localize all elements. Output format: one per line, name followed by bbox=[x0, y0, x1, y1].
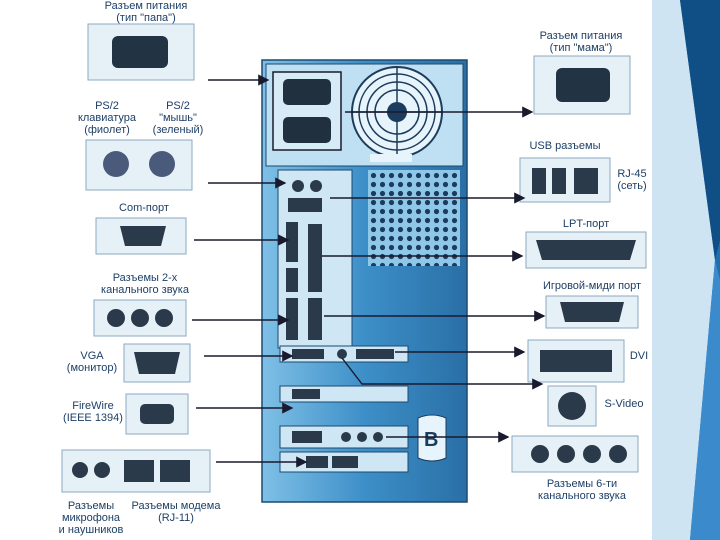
audio2-jacks-icon bbox=[286, 298, 298, 340]
ps2-mouse-port-icon bbox=[310, 180, 322, 192]
label-audio2: Разъемы 2-х канального звука bbox=[90, 272, 200, 296]
label-mic: Разъемы микрофона и наушников bbox=[46, 500, 136, 536]
label-audio6-line1: Разъемы 6-ти bbox=[546, 478, 618, 490]
vent-grill bbox=[368, 170, 460, 266]
label-audio6-line2: канального звука bbox=[538, 490, 626, 502]
label-power-mama-line2: (тип "мама") bbox=[549, 42, 613, 54]
power-male-connector-icon bbox=[112, 36, 168, 68]
ps2-keyboard-port-icon bbox=[292, 180, 304, 192]
label-svideo-line1: S-Video bbox=[604, 398, 644, 410]
ps2-mouse-connector-icon bbox=[149, 151, 175, 177]
label-vga: VGA (монитор) bbox=[62, 350, 122, 374]
dvi-connector-icon bbox=[540, 350, 612, 372]
audio6-jacks-icon bbox=[341, 432, 351, 442]
modem-jacks-icon bbox=[306, 456, 328, 468]
modem-jack-icon bbox=[124, 460, 154, 482]
label-game-midi: Игровой-миди порт bbox=[534, 280, 650, 292]
svideo-port-icon bbox=[337, 349, 347, 359]
usb-connector-icon bbox=[532, 168, 546, 194]
label-power-papa-line1: Разъем питания bbox=[104, 0, 188, 12]
label-ps2-mouse-line1: PS/2 bbox=[166, 100, 190, 112]
psu-socket-male-icon bbox=[283, 79, 331, 105]
label-ps2-keyboard: PS/2 клавиатура (фиолет) bbox=[70, 100, 144, 136]
label-ps2-kbd-line1: PS/2 bbox=[95, 100, 119, 112]
label-usb: USB разъемы bbox=[520, 140, 610, 152]
firewire-port-icon bbox=[292, 389, 320, 399]
label-ps2-mouse-line3: (зеленый) bbox=[152, 124, 204, 136]
firewire-connector-icon bbox=[140, 404, 174, 424]
label-power-papa: Разъем питания (тип "папа") bbox=[96, 0, 196, 24]
label-dvi: DVI bbox=[626, 350, 652, 362]
audio2-jack-icon bbox=[107, 309, 125, 327]
label-vga-line2: (монитор) bbox=[66, 362, 118, 374]
label-ps2-mouse-line2: "мышь" bbox=[159, 112, 197, 124]
label-firewire-line2: (IEEE 1394) bbox=[63, 412, 123, 424]
mic-jack-icon bbox=[72, 462, 88, 478]
lpt-connector-icon bbox=[536, 240, 636, 260]
label-lpt-line1: LPT-порт bbox=[562, 218, 610, 230]
right-decoration bbox=[652, 0, 720, 540]
com-port-icon bbox=[286, 222, 298, 262]
usb-ports-icon bbox=[288, 198, 322, 212]
label-game-midi-line1: Игровой-миди порт bbox=[542, 280, 642, 292]
label-modem-line2: (RJ-11) bbox=[158, 512, 194, 524]
label-ps2-mouse: PS/2 "мышь" (зеленый) bbox=[148, 100, 208, 136]
lpt-port-icon bbox=[308, 224, 322, 292]
dvi-port-icon bbox=[356, 349, 394, 359]
label-rj45-line2: (сеть) bbox=[617, 180, 647, 192]
label-firewire-line1: FireWire bbox=[72, 400, 114, 412]
game-port-connector-icon bbox=[560, 302, 624, 322]
ps2-keyboard-connector-icon bbox=[103, 151, 129, 177]
label-svideo: S-Video bbox=[598, 398, 650, 410]
com-port-connector-icon bbox=[120, 226, 166, 246]
label-rj45-line1: RJ-45 bbox=[617, 168, 647, 180]
left-panels bbox=[61, 23, 211, 493]
label-vga-line1: VGA bbox=[80, 350, 104, 362]
power-female-connector-icon bbox=[556, 68, 610, 102]
label-mic-line2: микрофона bbox=[61, 512, 121, 524]
right-panels bbox=[511, 55, 647, 473]
label-power-papa-line2: (тип "папа") bbox=[116, 12, 176, 24]
label-mic-line3: и наушников bbox=[58, 524, 124, 536]
label-usb-line1: USB разъемы bbox=[529, 140, 601, 152]
label-mic-line1: Разъемы bbox=[67, 500, 115, 512]
label-power-mama: Разъем питания (тип "мама") bbox=[528, 30, 634, 54]
rj45-connector-icon bbox=[574, 168, 598, 194]
label-lpt: LPT-порт bbox=[546, 218, 626, 230]
psu-socket-female-icon bbox=[283, 117, 331, 143]
vga-port-icon bbox=[292, 349, 324, 359]
label-com-line1: Com-порт bbox=[119, 202, 169, 214]
label-ps2-kbd-line2: клавиатура bbox=[77, 112, 137, 124]
label-com: Com-порт bbox=[104, 202, 184, 214]
label-dvi-line1: DVI bbox=[629, 350, 649, 362]
audio6-jack-icon bbox=[531, 445, 549, 463]
label-ps2-kbd-line3: (фиолет) bbox=[84, 124, 130, 136]
label-audio6: Разъемы 6-ти канального звука bbox=[522, 478, 642, 502]
case-logo: B bbox=[424, 429, 438, 451]
label-firewire: FireWire (IEEE 1394) bbox=[58, 400, 128, 424]
svideo-connector-icon bbox=[558, 392, 586, 420]
label-modem: Разъемы модема (RJ-11) bbox=[126, 500, 226, 524]
arrows bbox=[192, 74, 546, 468]
label-modem-line1: Разъемы модема bbox=[131, 500, 221, 512]
label-audio2-line1: Разъемы 2-х bbox=[112, 272, 178, 284]
label-power-mama-line1: Разъем питания bbox=[539, 30, 623, 42]
label-audio2-line2: канального звука bbox=[101, 284, 189, 296]
label-rj45: RJ-45 (сеть) bbox=[612, 168, 652, 192]
pc-case: B bbox=[261, 59, 468, 503]
game-port-icon bbox=[308, 298, 322, 340]
vga-connector-icon bbox=[134, 352, 180, 374]
